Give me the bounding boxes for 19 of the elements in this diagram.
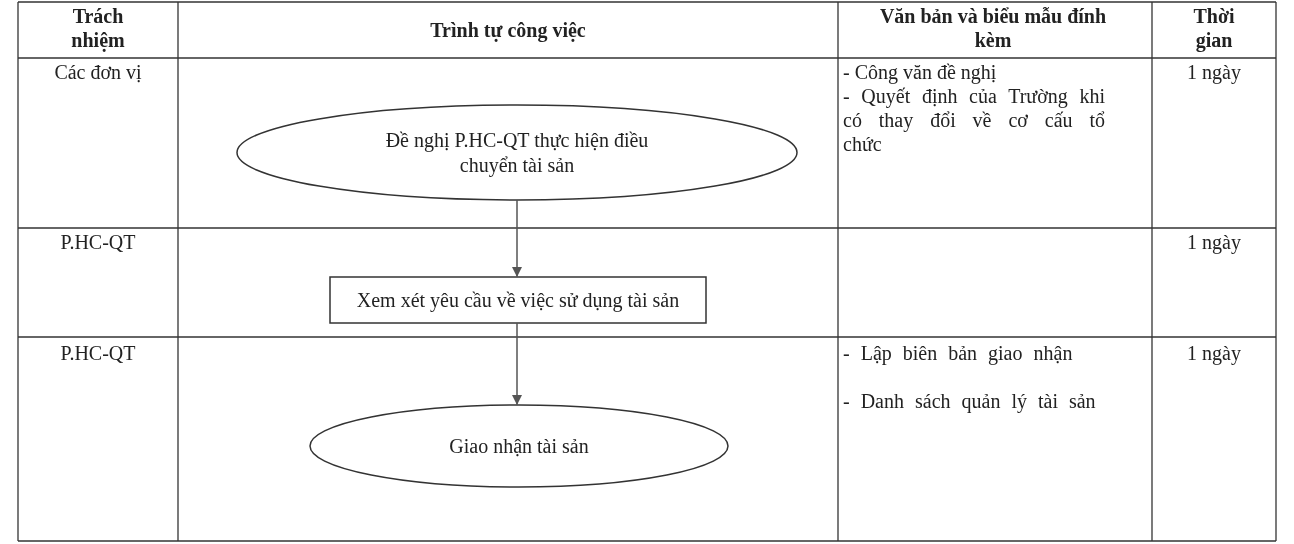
table-cell-text: Các đơn vị <box>53 60 143 84</box>
table-cell-text: - Lập biên bản giao nhận <box>843 341 1074 365</box>
table-cell-text: P.HC-QT <box>59 341 137 365</box>
node-text: Giao nhận tài sản <box>449 433 589 459</box>
arrow <box>511 199 523 278</box>
column-header: Trình tự công việc <box>429 18 587 42</box>
table-cell-text: 1 ngày <box>1186 60 1242 84</box>
column-header: Thời gian <box>1192 4 1236 52</box>
arrow <box>511 322 523 406</box>
table-cell-text: 1 ngày <box>1186 230 1242 254</box>
node-text: Xem xét yêu cầu về việc sử dụng tài sản <box>356 287 680 313</box>
table-cell-text: P.HC-QT <box>59 230 137 254</box>
table-cell-text: - Quyết định của Trường khi có thay đổi về cơ cấu tổ chức <box>843 84 1105 156</box>
table-cell-text: 1 ngày <box>1186 341 1242 365</box>
table-cell-text: - Công văn đề nghị <box>843 60 998 84</box>
table-cell-text: - Danh sách quản lý tài sản <box>843 389 1097 413</box>
column-header: Trách nhiệm <box>70 4 126 52</box>
column-header: Văn bản và biểu mẫu đính kèm <box>878 4 1108 52</box>
node-text: Đề nghị P.HC-QT thực hiện điều chuyển tài sản <box>384 127 650 178</box>
